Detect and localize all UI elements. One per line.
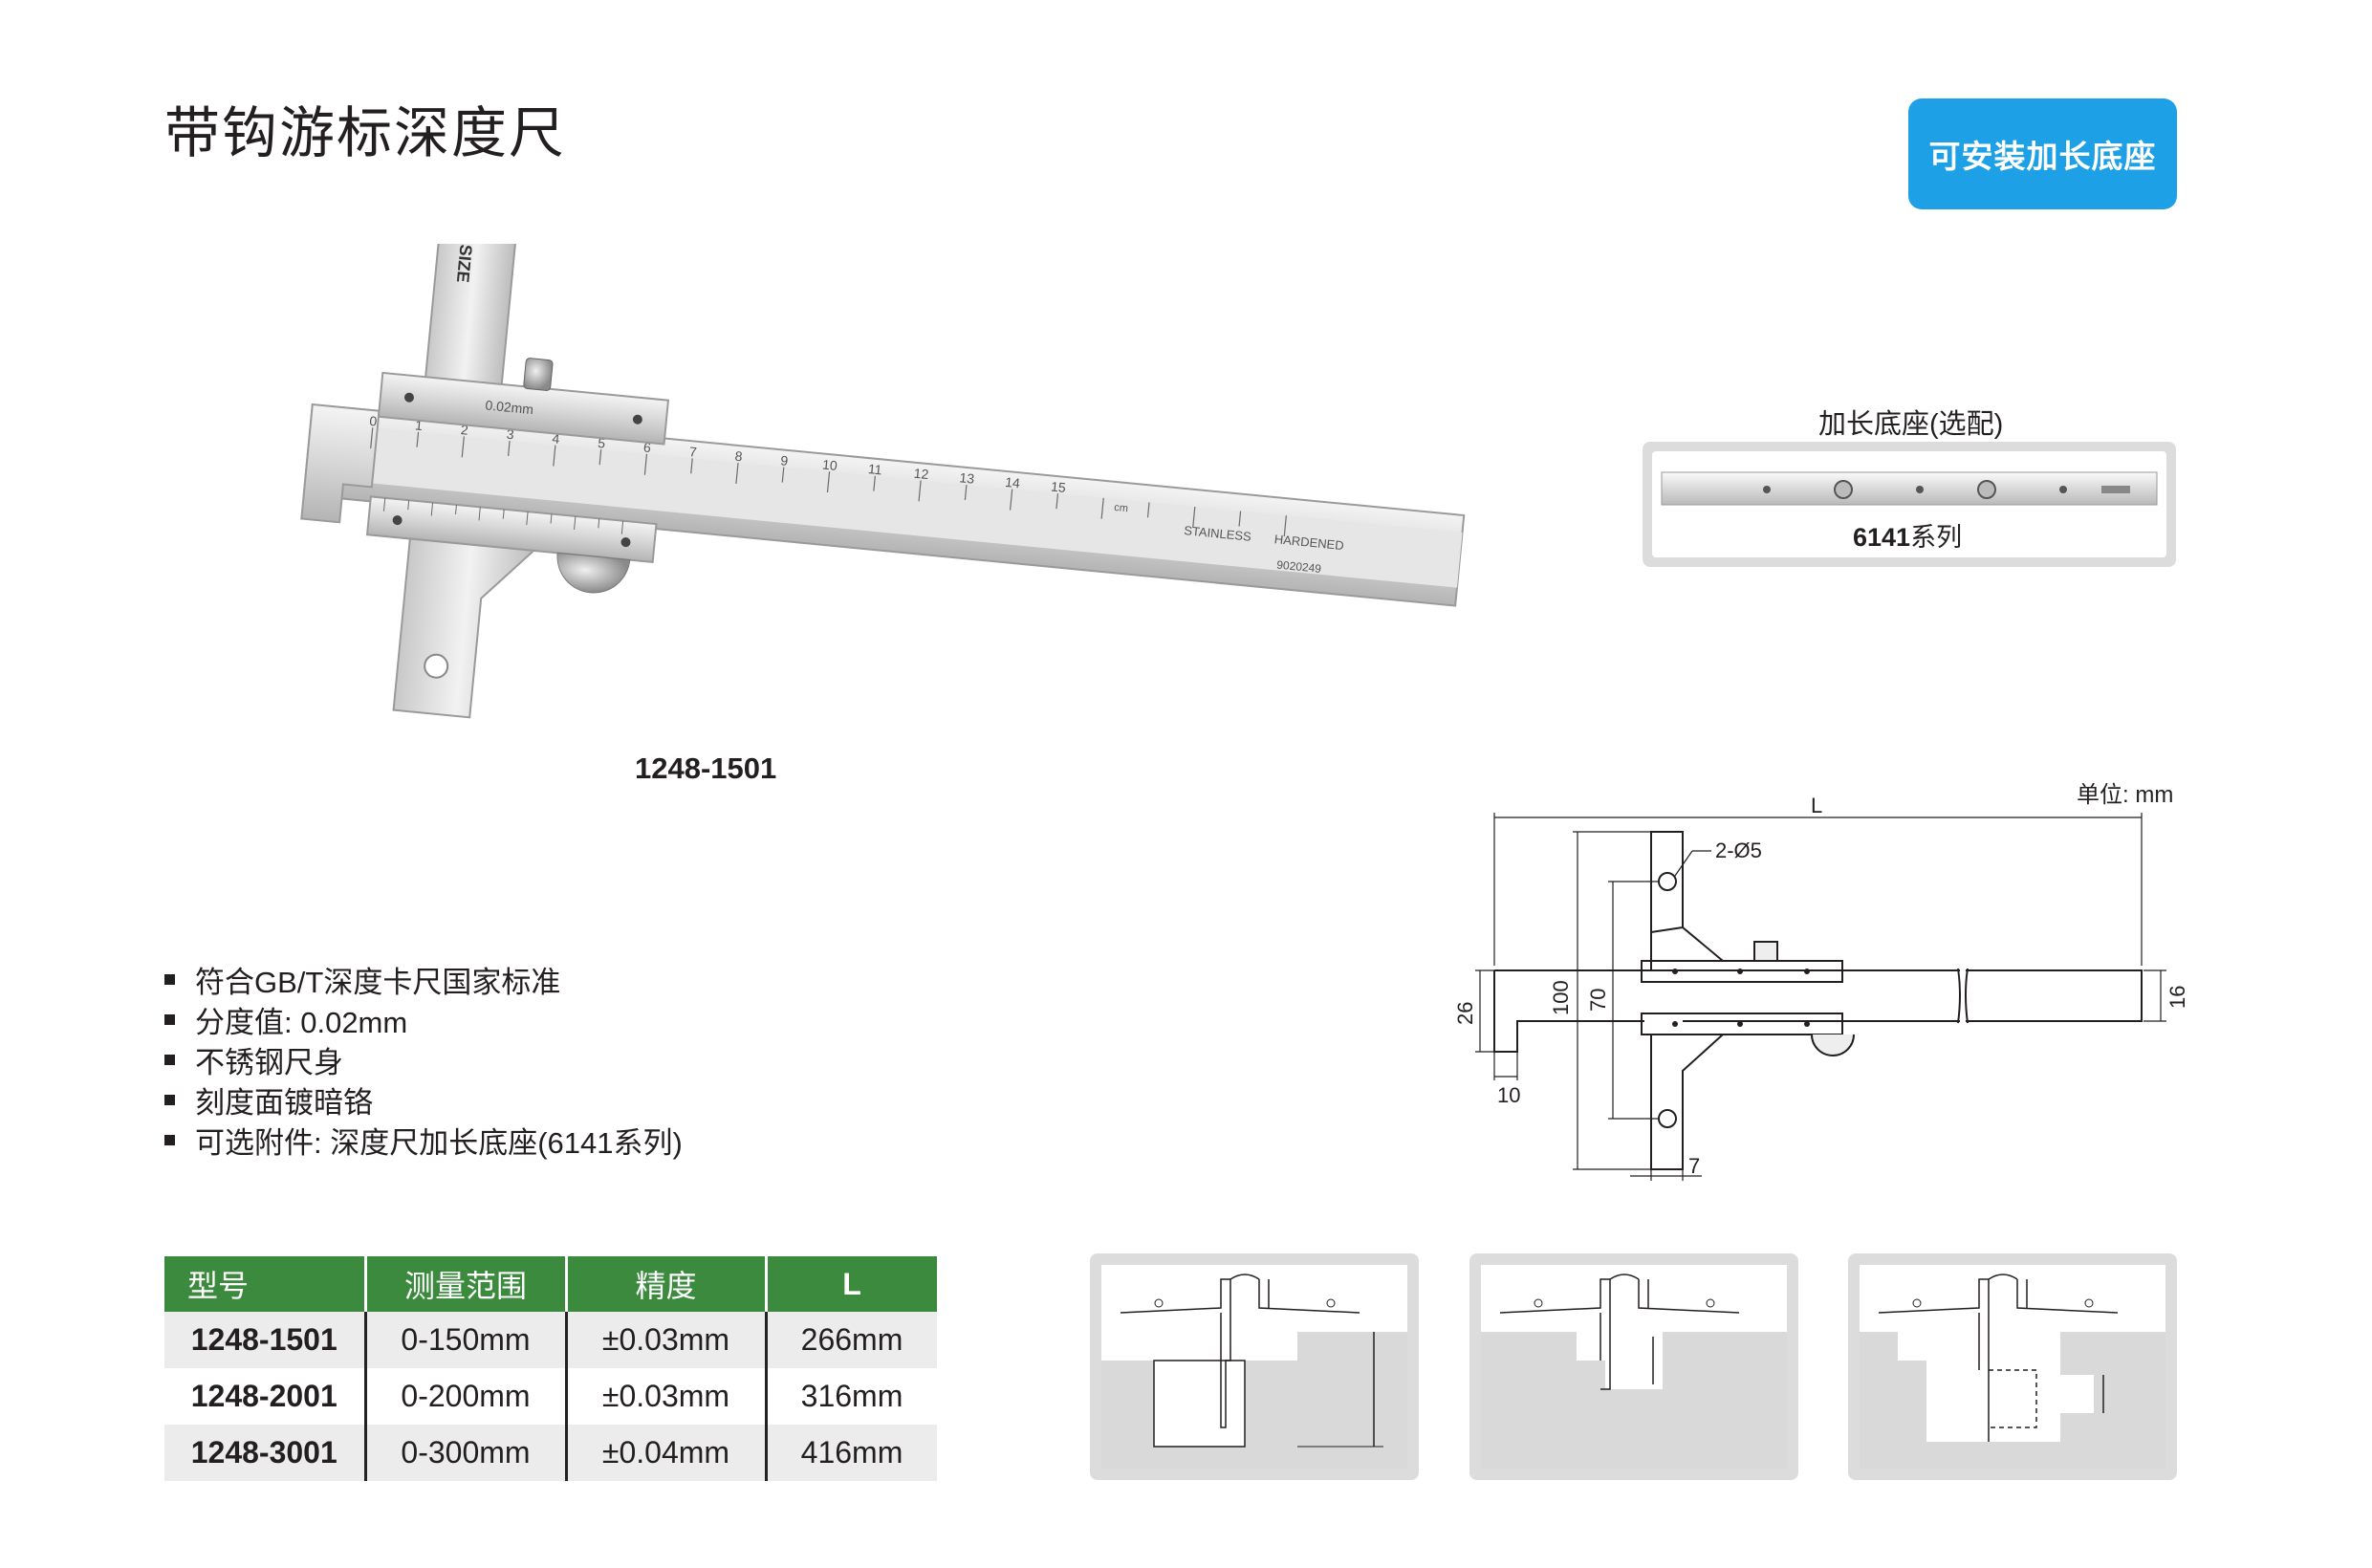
header-model: 型号 <box>164 1256 367 1312</box>
scale-number: 12 <box>913 466 929 482</box>
scale-number: 6 <box>642 439 651 455</box>
scale-number: 11 <box>867 461 882 477</box>
feature-item: 分度值: 0.02mm <box>164 999 683 1039</box>
cell-model: 1248-3001 <box>164 1425 367 1481</box>
page-title: 带钩游标深度尺 <box>164 102 567 164</box>
scale-number: 9 <box>780 452 789 468</box>
scale-number: 14 <box>1005 474 1021 490</box>
scale-number: 0 <box>369 413 378 429</box>
dim-L: L <box>1811 794 1822 817</box>
dim-16: 16 <box>2165 986 2189 1009</box>
cell-length: 266mm <box>766 1312 937 1368</box>
usage-panel-step <box>1090 1253 1419 1480</box>
table-row: 1248-2001 0-200mm ±0.03mm 316mm <box>164 1368 937 1425</box>
dim-100: 100 <box>1549 980 1573 1015</box>
cell-model: 1248-2001 <box>164 1368 367 1425</box>
cell-range: 0-150mm <box>365 1312 568 1368</box>
cell-length: 316mm <box>800 1379 903 1413</box>
serial-mark: 9020249 <box>1276 558 1322 576</box>
dim-7: 7 <box>1688 1154 1700 1178</box>
unit-mark: cm <box>1114 502 1129 514</box>
dim-70: 70 <box>1586 989 1610 1012</box>
scale-number: 10 <box>822 457 838 473</box>
hardened-mark: HARDENED <box>1273 532 1344 553</box>
step-depth-diagram <box>1101 1265 1407 1469</box>
header-accuracy: 精度 <box>566 1256 768 1312</box>
optional-base-photo <box>1661 471 2158 506</box>
optional-base-box <box>1643 442 2176 567</box>
cell-accuracy: ±0.04mm <box>566 1425 768 1481</box>
feature-item: 不锈钢尺身 <box>164 1039 683 1079</box>
extended-base-badge: 可安装加长底座 <box>1908 98 2177 209</box>
series-number: 6141 <box>1853 523 1911 552</box>
scale-number: 3 <box>506 426 514 443</box>
scale-number: 7 <box>688 444 697 460</box>
scale-number: 15 <box>1050 479 1066 495</box>
feature-item: 符合GB/T深度卡尺国家标准 <box>164 959 683 999</box>
series-suffix: 系列 <box>1910 523 1963 552</box>
table-row: 1248-1501 0-150mm ±0.03mm 266mm <box>164 1312 937 1368</box>
product-photo: 0 1 2 3 4 5 6 7 8 9 10 11 12 13 14 15 cm… <box>300 244 1466 719</box>
scale-number: 4 <box>552 430 560 446</box>
usage-panel-hook <box>1848 1253 2177 1480</box>
feature-list: 符合GB/T深度卡尺国家标准 分度值: 0.02mm 不锈钢尺身 刻度面镀暗铬 … <box>164 959 683 1160</box>
product-caption: 1248-1501 <box>635 751 777 785</box>
unit-label: 单位: mm <box>2077 782 2174 808</box>
feature-item: 刻度面镀暗铬 <box>164 1079 683 1120</box>
hook-depth-diagram <box>1860 1274 2165 1469</box>
dimension-drawing: L 2-Ø5 100 70 26 16 10 7 <box>1453 794 2189 1181</box>
dim-10: 10 <box>1497 1083 1520 1107</box>
header-length: L <box>766 1256 937 1312</box>
stainless-mark: STAINLESS <box>1184 523 1252 544</box>
hole-depth-diagram <box>1481 1274 1787 1469</box>
table-row: 1248-3001 0-300mm ±0.04mm 416mm <box>164 1425 937 1481</box>
scale-number: 1 <box>414 417 423 433</box>
scale-number: 13 <box>959 469 975 486</box>
feature-item: 可选附件: 深度尺加长底座(6141系列) <box>164 1120 683 1160</box>
resolution-mark: 0.02mm <box>485 397 534 417</box>
brand-mark: INSIZE <box>453 244 477 283</box>
cell-range: 0-200mm <box>365 1368 568 1425</box>
scale-number: 5 <box>598 435 606 451</box>
usage-panel-hole <box>1469 1253 1798 1480</box>
cell-accuracy: ±0.03mm <box>566 1368 768 1425</box>
dim-26: 26 <box>1453 1002 1477 1025</box>
cell-length: 416mm <box>766 1425 937 1481</box>
cell-range: 0-300mm <box>365 1425 568 1481</box>
cell-accuracy: ±0.03mm <box>566 1312 768 1368</box>
scale-number: 8 <box>734 448 743 465</box>
optional-base-caption: 6141系列 <box>1853 516 1962 554</box>
scale-number: 2 <box>460 422 468 438</box>
dim-hole: 2-Ø5 <box>1715 838 1762 862</box>
spec-table: 型号 测量范围 精度 L 1248-1501 0-150mm ±0.03mm 2… <box>164 1256 937 1481</box>
cell-model: 1248-1501 <box>164 1312 367 1368</box>
header-range: 测量范围 <box>365 1256 568 1312</box>
optional-base-title: 加长底座(选配) <box>1818 409 2004 440</box>
